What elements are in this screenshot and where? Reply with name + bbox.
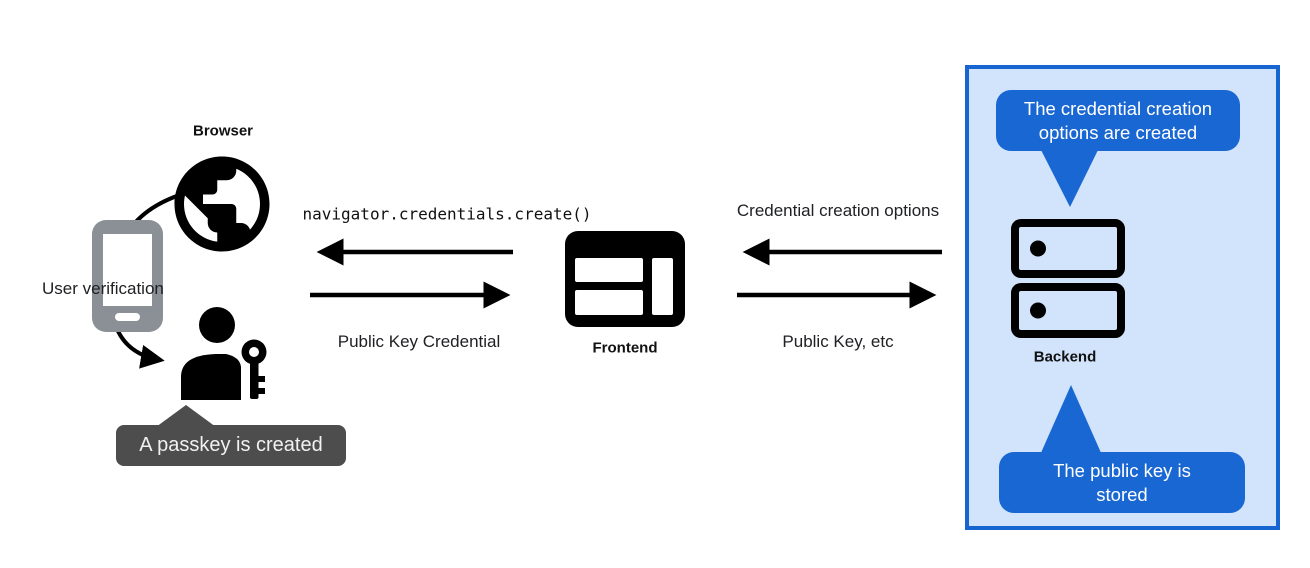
- user-verification-label: User verification: [42, 279, 164, 298]
- passkey-created-callout: A passkey is created: [116, 425, 346, 466]
- stored-callout-pointer: [1040, 385, 1102, 455]
- create-call-label: navigator.credentials.create(): [302, 204, 592, 224]
- public-key-etc-label: Public Key, etc: [782, 332, 894, 351]
- key-stored-callout: The public key is stored: [999, 452, 1245, 513]
- smartphone-icon: [92, 220, 163, 332]
- frontend-label: Frontend: [592, 339, 658, 357]
- person-key-icon: [181, 307, 267, 400]
- options-created-text: The credential creation options are crea…: [1023, 97, 1213, 143]
- passkey-created-text: A passkey is created: [139, 434, 323, 456]
- passkey-callout-pointer: [156, 405, 216, 427]
- browser-label: Browser: [192, 122, 254, 140]
- globe-icon: [174, 156, 270, 252]
- public-key-credential-label: Public Key Credential: [337, 332, 501, 351]
- credential-creation-options-label: Credential creation options: [736, 201, 940, 220]
- backend-label: Backend: [1033, 348, 1097, 366]
- options-created-callout: The credential creation options are crea…: [996, 90, 1240, 151]
- browser-window-icon: [565, 231, 685, 327]
- server-icon: [1011, 219, 1125, 338]
- key-stored-text: The public key is stored: [1053, 459, 1191, 505]
- options-callout-pointer: [1040, 148, 1099, 207]
